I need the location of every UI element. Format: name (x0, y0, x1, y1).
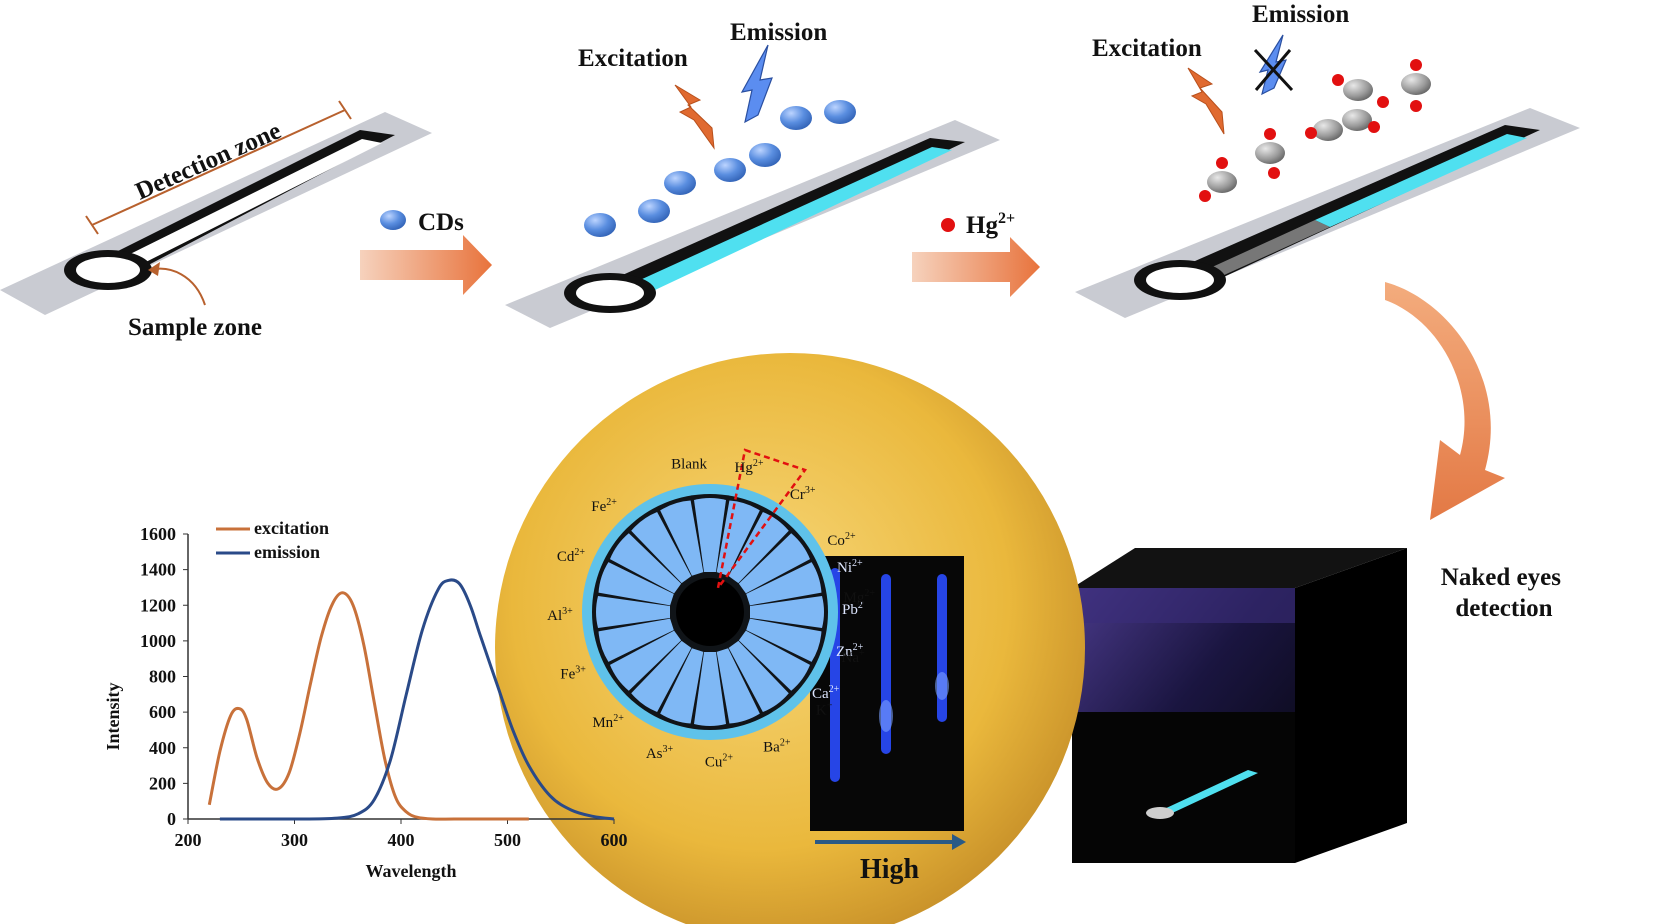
excitation-label-2: Excitation (1092, 35, 1202, 62)
blocked-cross-icon (1253, 48, 1294, 92)
emission-lightning-icon (740, 44, 773, 124)
wheel-ion-label: Cu2+ (705, 753, 734, 771)
cd-legend-dot (380, 210, 406, 230)
y-tick-label: 0 (167, 809, 176, 829)
x-axis-label: Wavelength (365, 861, 456, 881)
detection-zone-bracket (85, 100, 352, 235)
y-tick-label: 800 (149, 667, 176, 687)
wheel-ion-label: Co2+ (827, 531, 856, 549)
wheel-ion-label: Cd2+ (557, 547, 586, 565)
hg-label: Hg2+ (966, 210, 1015, 239)
wheel-sample-tube (660, 648, 704, 724)
wheel-ion-label: Ba2+ (763, 737, 791, 755)
y-tick-label: 200 (149, 773, 176, 793)
wheel-sample-tube (716, 500, 760, 576)
series-line-excitation (207, 591, 529, 821)
wheel-sample-tube (738, 630, 811, 691)
y-axis-label: Intensity (103, 682, 123, 750)
wheel-sample-tube (728, 640, 789, 713)
wheel-sample-tube (609, 630, 682, 691)
process-arrow-1 (360, 235, 492, 295)
excitation-lightning-icon-2 (1187, 67, 1225, 135)
curved-arrow (1385, 282, 1505, 520)
x-tick-label: 400 (388, 830, 415, 850)
excitation-lightning-icon (674, 84, 715, 150)
cd-particles (584, 100, 856, 237)
dark-panel-ion-2: Zn2+ (836, 642, 864, 660)
paper-strip-empty (0, 112, 432, 315)
wheel-sample-tube (598, 618, 674, 662)
dark-panel-ion-0: Ni2+ (837, 558, 863, 576)
wheel-sample-tube (609, 533, 682, 594)
wheel-ion-label: Fe2+ (591, 497, 617, 515)
paper-strip-quenched (1075, 108, 1580, 318)
wheel-sample-tube (716, 648, 760, 724)
wheel-sample-tube (750, 596, 824, 628)
y-tick-label: 1600 (140, 524, 176, 544)
x-tick-label: 500 (494, 830, 521, 850)
cds-label: CDs (418, 209, 464, 236)
wheel-ion-label: Mn2+ (592, 713, 624, 731)
wheel-center (676, 578, 744, 646)
wheel-ion-label: As3+ (646, 744, 674, 762)
y-tick-label: 1200 (140, 595, 176, 615)
wheel-ion-label: Mg2+ (844, 588, 876, 606)
cd-hg-complexes (1199, 59, 1431, 202)
emission-label-2: Emission (1252, 1, 1349, 28)
y-tick-label: 1000 (140, 631, 176, 651)
wheel-ion-label: K+ (816, 700, 833, 718)
naked-eyes-label: Naked eyes detection (1441, 564, 1567, 622)
x-tick-label: 200 (175, 830, 202, 850)
paper-strip-cds (505, 120, 1000, 328)
legend-label-excitation: excitation (254, 518, 329, 538)
uv-strip-in-box (1162, 770, 1258, 815)
wheel-sample-tube (660, 500, 704, 576)
x-tick-label: 300 (281, 830, 308, 850)
wheel-sample-tube (694, 652, 726, 726)
dark-panel-ion-1: Pb2 (842, 600, 863, 618)
hg-legend-dot (941, 218, 955, 232)
uv-viewing-box (1072, 548, 1407, 863)
wheel-ion-label: Na+ (842, 648, 866, 666)
wheel-sample-tube (728, 511, 789, 584)
wheel-sample-tube (596, 596, 670, 628)
x-tick-label: 600 (601, 830, 628, 850)
wheel-sample-tube (746, 618, 822, 662)
wheel-sample-tube (694, 498, 726, 572)
emission-lightning-icon-2 (1258, 34, 1288, 96)
series-line-emission (219, 578, 615, 821)
excitation-label-1: Excitation (578, 45, 688, 72)
legend-label-emission: emission (254, 542, 320, 562)
process-arrow-2 (912, 237, 1040, 297)
wheel-ion-label: Fe3+ (560, 664, 586, 682)
y-tick-label: 600 (149, 702, 176, 722)
wheel-sample-tube (631, 511, 692, 584)
wheel-ion-label: Hg2+ (735, 458, 764, 476)
dark-panel-ion-3: Ca2+ (812, 684, 840, 702)
y-tick-label: 400 (149, 738, 176, 758)
hg-highlight-box (716, 448, 808, 589)
wheel-ion-label: Blank (671, 457, 707, 473)
sample-zone-label: Sample zone (128, 314, 262, 341)
high-label: High (860, 854, 920, 885)
wheel-sample-tube (738, 533, 811, 594)
emission-label-1: Emission (730, 19, 827, 46)
wheel-sample-tube (598, 562, 674, 606)
wheel-ion-label: Cr3+ (790, 485, 816, 503)
y-tick-label: 1400 (140, 560, 176, 580)
wheel-sample-tube (746, 562, 822, 606)
wheel-ion-label: Al3+ (547, 606, 573, 624)
wheel-sample-tube (631, 640, 692, 713)
